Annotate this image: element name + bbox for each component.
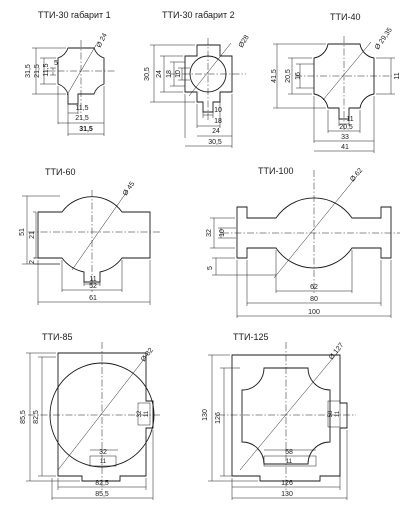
side-slot	[327, 400, 341, 428]
dim-bottom-slot-width: 11	[100, 459, 107, 465]
bottom-slot	[263, 455, 317, 467]
dim-height-outer: 130	[202, 409, 209, 421]
window-rounded-square	[241, 367, 331, 465]
dim-window-height: 11,5	[43, 63, 50, 76]
title-tti30-g2: ТТИ-30 габарит 2	[162, 10, 235, 20]
dim-side-slot-width: 11	[144, 410, 150, 417]
dim-height-outer: 51	[19, 228, 26, 236]
dim-width-outer: 41	[341, 144, 349, 151]
dim-width-outer: 100	[308, 309, 320, 316]
dim-width-mid: 80	[310, 296, 318, 303]
dim-diameter: Ø 45	[122, 181, 136, 198]
dim-foot-width: 11,5	[75, 105, 88, 112]
drawing-tti40: Ø 29,35 41,5 20,5 16 11 11 20,5 33 41	[271, 27, 401, 153]
dim-width-inner: 82,5	[95, 480, 109, 487]
drawing-tti125: Ø 127 130 126 58 11 58 11 126 130	[202, 342, 356, 500]
dim-bottom-slot-length: 58	[285, 449, 293, 456]
dim-width-outer: 85,5	[95, 491, 109, 498]
dim-side-slot-width: 11	[335, 410, 341, 417]
title-tti100: ТТИ-100	[258, 166, 294, 176]
dim-diameter: Ø28	[238, 34, 251, 49]
dim-window-height: 10	[175, 70, 182, 78]
dim-height-inner: 18	[166, 70, 173, 78]
drawing-tti30-g2: Ø28 30,5 24 18 10 10 18 24 30,5	[144, 34, 251, 148]
dim-height-inner: 21,5	[34, 64, 41, 78]
drawing-tti60: Ø 45 51 21 2 11 52 61	[19, 181, 162, 305]
dim-width-mid: 24	[212, 128, 220, 135]
dim-height-inner: 82,5	[33, 410, 40, 424]
dim-offset: 5	[207, 266, 214, 270]
dim-width-outer: 30,5	[208, 139, 222, 146]
dim-width-outer: 61	[89, 295, 97, 302]
dim-height-outer: 85,5	[20, 410, 27, 424]
dim-height-outer: 41,5	[271, 69, 278, 83]
drawing-tti85: Ø 82 85,5 82,5 32 11 32 11 82,5 85,5	[20, 342, 160, 500]
dim-diameter: Ø 127	[328, 342, 345, 361]
dim-bottom-slot-width: 11	[286, 459, 293, 465]
drawing-tti100: Ø 62 32 10 5 62 80 100	[206, 167, 400, 318]
dim-window-height: 16	[295, 72, 302, 80]
dim-height-inner: 20,5	[285, 69, 292, 83]
dim-width-outer: 130	[281, 491, 293, 498]
dim-slot: 10	[219, 229, 226, 237]
title-tti60: ТТИ-60	[45, 167, 76, 177]
dim-height-inner: 126	[215, 412, 222, 424]
title-tti85: ТТИ-85	[42, 332, 73, 342]
dim-slot: 5	[54, 60, 58, 67]
dim-diameter: Ø 24	[96, 32, 109, 49]
dim-width-mid: 33	[341, 134, 349, 141]
dim-width-inner: 52	[89, 283, 97, 290]
dim-bottom-slot-length: 32	[99, 449, 107, 456]
side-slot	[137, 402, 151, 426]
dim-side-slot-length: 58	[328, 410, 334, 417]
dim-width-inner: 18	[214, 118, 222, 125]
dim-width-outer: 31,5	[79, 126, 93, 133]
dim-diameter: Ø 82	[140, 347, 155, 363]
outline-tti30-g1	[57, 47, 105, 105]
outline-tti60	[37, 196, 151, 283]
dim-side-slot-length: 32	[137, 410, 143, 417]
dim-foot-width: 10	[214, 107, 222, 114]
dim-foot-width: 11	[89, 276, 96, 283]
dim-height-outer: 30,5	[144, 67, 151, 81]
dim-width-inner: 21,5	[75, 115, 89, 122]
dim-offset: 2	[29, 260, 36, 264]
bottom-slot	[89, 455, 117, 467]
dim-diameter: Ø 62	[349, 167, 364, 183]
dim-foot-width: 11	[346, 116, 353, 123]
dim-width-inner: 126	[281, 480, 293, 487]
dim-height-outer: 31,5	[25, 64, 32, 78]
title-tti125: ТТИ-125	[233, 332, 269, 342]
dim-side-slot: 11	[394, 72, 401, 79]
title-tti30-g1: ТТИ-30 габарит 1	[38, 10, 111, 20]
drawing-tti30-g1: Ø 24 31,5 21,5 11,5 5 11,5 21,5 31,5	[25, 32, 116, 136]
outline-tti100	[236, 197, 392, 269]
dim-width-inner: 20,5	[339, 124, 353, 131]
dim-height-mid: 24	[156, 70, 163, 78]
dim-diameter: Ø 29,35	[374, 27, 394, 52]
dim-height-inner: 21	[29, 231, 36, 239]
outline-tti85	[57, 352, 154, 482]
dim-height: 32	[206, 229, 213, 237]
dim-width-inner: 62	[310, 284, 318, 291]
title-tti40: ТТИ-40	[330, 12, 361, 22]
